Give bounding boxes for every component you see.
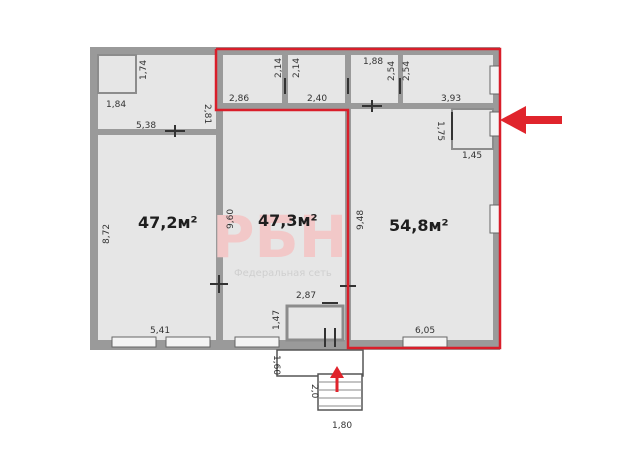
dimension-label: 1,60 xyxy=(271,355,281,375)
dimension-label: 2,40 xyxy=(307,94,327,104)
window xyxy=(489,111,501,137)
room-top-3 xyxy=(351,55,398,103)
area-label-left: 47,2м² xyxy=(138,213,198,232)
dimension-label: 1,88 xyxy=(363,57,383,67)
room-top-4 xyxy=(403,55,493,103)
window xyxy=(234,336,280,348)
watermark-caption: Федеральная сеть xyxy=(234,268,332,279)
room-top-1 xyxy=(223,55,282,103)
dimension-label: 1,84 xyxy=(106,100,126,110)
dimension-labels: 1,74 1,84 2,81 5,38 2,86 2,14 2,14 2,40 … xyxy=(102,57,482,431)
dimension-label: 1,47 xyxy=(272,310,282,330)
room-closet-top-left xyxy=(97,54,137,94)
window xyxy=(489,65,501,95)
watermark-logo: РБН xyxy=(212,203,347,271)
dimension-label: 2,86 xyxy=(229,94,249,104)
window xyxy=(111,336,157,348)
dimension-label: 9,48 xyxy=(356,210,366,230)
dimension-label: 2,81 xyxy=(202,104,212,124)
dimension-label: 8,72 xyxy=(102,224,112,244)
arrow-up-icon xyxy=(330,366,344,392)
arrow-left-icon xyxy=(500,106,562,134)
area-label-right: 54,8м² xyxy=(389,216,449,235)
porch-landing xyxy=(276,349,364,377)
doors xyxy=(165,78,453,347)
dimension-label: 2,87 xyxy=(296,291,316,301)
area-label-middle: 47,3м² xyxy=(258,211,318,230)
dimension-label: 5,38 xyxy=(136,121,156,131)
window xyxy=(165,336,211,348)
dimension-label: 1,45 xyxy=(462,151,482,161)
dimension-label: 5,41 xyxy=(150,326,170,336)
dimension-label: 2,0 xyxy=(309,384,319,399)
entrance-porch xyxy=(276,349,364,411)
dimension-label: 9,60 xyxy=(226,209,236,229)
dimension-label: 2,14 xyxy=(292,58,302,78)
room-vestibule xyxy=(285,304,345,342)
room-top-2 xyxy=(288,55,345,103)
highlighted-unit-outline xyxy=(214,47,502,350)
dimension-label: 1,75 xyxy=(435,121,445,141)
room-middle-main xyxy=(223,109,345,340)
dimension-label: 6,05 xyxy=(415,326,435,336)
dimension-label: 3,93 xyxy=(441,94,461,104)
dimension-label: 2,54 xyxy=(387,61,397,81)
room-left-main xyxy=(98,135,216,340)
porch-steps xyxy=(317,373,363,411)
dimension-label: 2,54 xyxy=(402,61,412,81)
dimension-label: 2,14 xyxy=(274,58,284,78)
window xyxy=(489,204,501,234)
dimension-label: 1,80 xyxy=(332,421,352,431)
rooms xyxy=(97,54,494,342)
dimension-label: 1,74 xyxy=(139,60,149,80)
window xyxy=(402,336,448,348)
room-right-closet xyxy=(451,108,494,150)
